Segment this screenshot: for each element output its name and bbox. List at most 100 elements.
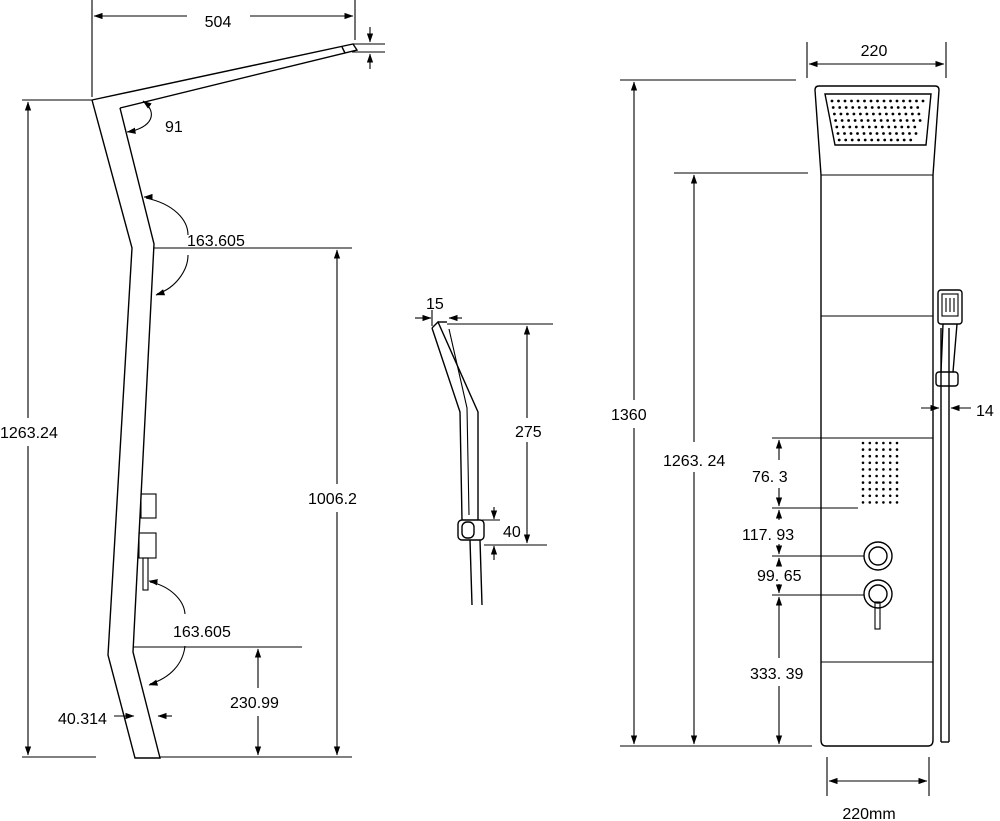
dim-handshower-height: 275 (447, 323, 553, 546)
nozzle-dot (854, 125, 858, 129)
jet-dot (868, 454, 872, 458)
nozzle-dot (844, 106, 848, 109)
nozzle-dot (848, 125, 852, 129)
nozzle-dot (895, 132, 898, 135)
nozzle-dot (921, 99, 925, 103)
jet-dot (861, 481, 865, 484)
jet-dot (868, 474, 872, 478)
nozzle-dot (887, 125, 891, 129)
jet-dot (895, 487, 899, 491)
nozzle-dot (834, 119, 837, 122)
nozzle-dot (873, 119, 876, 122)
nozzle-dot (902, 138, 906, 142)
nozzle-dot (864, 106, 868, 109)
front-valve-upper (863, 541, 893, 571)
front-handshower (937, 289, 963, 373)
dim-top-width: 504 (91, 0, 356, 97)
dim-handshower-height-label: 275 (515, 424, 542, 441)
dim-nozzle-block: 76. 3 (752, 437, 858, 509)
jet-dot (882, 454, 885, 458)
nozzle-dot (867, 125, 871, 129)
jet-dot (888, 481, 892, 484)
nozzle-dot (874, 125, 878, 129)
dim-angle-mid-label: 163.605 (187, 233, 245, 250)
nozzle-dot (857, 106, 861, 109)
jet-dot (895, 448, 899, 451)
nozzle-dot (856, 132, 859, 135)
nozzle-dot (908, 132, 911, 135)
jet-dot (888, 494, 892, 498)
jet-dot (882, 441, 885, 445)
nozzle-dot (912, 119, 915, 122)
handshower-outline (431, 320, 485, 606)
jet-dot (895, 494, 899, 498)
nozzle-dot (883, 106, 887, 109)
nozzle-dot (889, 99, 892, 103)
dim-angle-bottom-label: 163.605 (173, 624, 231, 641)
nozzle-dot (882, 99, 886, 103)
nozzle-dot (831, 106, 835, 109)
nozzle-dot (916, 106, 920, 109)
jet-dot (882, 474, 885, 478)
jet-dot (868, 468, 872, 471)
jet-dot (875, 448, 878, 451)
dim-overall-height-label: 1360 (611, 407, 647, 424)
nozzle-dot (882, 132, 885, 135)
dim-bottom-offset: 40.314 (58, 711, 172, 728)
nozzle-dot (888, 132, 892, 135)
dim-handshower-offset: 15 (415, 296, 462, 326)
jet-dot (861, 461, 865, 465)
dim-tip-thickness (352, 27, 385, 69)
dim-bottom-offset-label: 40.314 (58, 711, 107, 728)
jet-dot (895, 474, 899, 478)
dim-angle-mid: 163.605 (143, 193, 245, 296)
jet-dot (895, 461, 899, 465)
nozzle-dot (837, 138, 841, 142)
nozzle-dot (889, 138, 893, 142)
nozzle-dot (862, 132, 866, 135)
jet-dot (895, 468, 899, 471)
jet-dot (882, 461, 885, 465)
jet-dot (875, 501, 878, 504)
dim-panel-height-label: 1263. 24 (663, 453, 725, 470)
dim-bottom-width: 220mm (826, 757, 930, 821)
nozzle-dot (886, 119, 889, 122)
dim-gap-2-label: 99. 65 (757, 568, 802, 585)
nozzle-dot (851, 106, 855, 109)
jet-dot (868, 494, 872, 498)
nozzle-dot (836, 132, 840, 135)
dim-head-width-label: 220 (861, 43, 888, 60)
jet-dot (888, 474, 892, 478)
nozzle-dot (876, 138, 880, 142)
front-slide-rail (935, 328, 959, 743)
nozzle-dot (891, 112, 895, 116)
nozzle-dot (843, 132, 846, 135)
jet-dot (875, 454, 878, 458)
dim-mid-height-label: 1006.2 (308, 491, 357, 508)
nozzle-dot (844, 138, 848, 142)
nozzle-dot (918, 119, 922, 122)
jet-dot (882, 494, 885, 498)
dim-base-height-label: 333. 39 (750, 666, 803, 683)
jet-dot (861, 474, 865, 478)
nozzle-dot (880, 125, 884, 129)
jet-dot (895, 501, 899, 504)
nozzle-dot (890, 106, 894, 109)
jet-dot (888, 501, 892, 504)
dim-bottom-height-label: 230.99 (230, 695, 279, 712)
jet-dot (868, 481, 872, 484)
nozzle-dot (911, 112, 914, 116)
jet-dot (875, 481, 878, 484)
nozzle-dot (863, 138, 867, 142)
dim-angle-top-label: 91 (165, 119, 183, 136)
jet-dot (875, 468, 878, 471)
jet-dot (882, 487, 885, 491)
nozzle-dot (902, 99, 905, 103)
nozzle-dot (869, 132, 872, 135)
nozzle-dot (860, 119, 863, 122)
nozzle-dot (875, 132, 879, 135)
nozzle-dot (850, 138, 854, 142)
jet-dot (882, 501, 885, 504)
nozzle-dot (840, 119, 844, 122)
nozzle-dot (865, 112, 869, 116)
